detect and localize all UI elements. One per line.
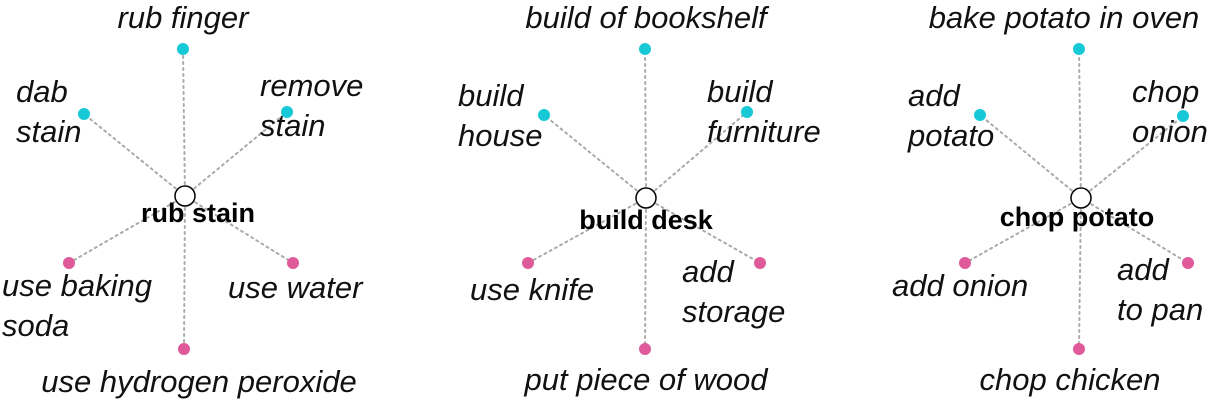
diagram-1-lower-left-label: use baking soda: [2, 268, 152, 343]
diagram-2-lower-right-label: add storage: [682, 254, 786, 329]
diagram-1-spoke-bottom: [183, 195, 186, 350]
diagram-3-node-upper-left: [974, 109, 986, 121]
diagram-1-node-lower-left: [63, 257, 75, 269]
diagram-2-node-lower-right: [754, 257, 766, 269]
diagram-2-center-node: [635, 187, 657, 209]
diagram-3-spoke-bottom: [1078, 197, 1082, 350]
diagram-1-top-label: rub finger: [117, 0, 249, 35]
diagram-1-lower-right-label: use water: [228, 270, 363, 305]
diagram-1-spoke-lower-left: [68, 195, 186, 264]
diagram-3-upper-right-label: chop onion: [1132, 74, 1208, 149]
diagram-1-upper-left-label: dab stain: [16, 74, 82, 149]
diagram-3-spoke-top: [1078, 48, 1082, 199]
diagram-3-spoke-lower-left: [964, 197, 1082, 264]
diagram-2-spoke-upper-right: [645, 111, 748, 199]
diagram-1-node-upper-right: [281, 106, 293, 118]
diagram-1-node-top: [177, 43, 189, 55]
diagram-3-lower-right-label: add to pan: [1117, 252, 1204, 327]
diagram-3-spoke-lower-right: [1080, 197, 1189, 264]
diagram-2-spoke-lower-right: [645, 197, 761, 264]
diagram-2-bottom-label: put piece of wood: [524, 362, 768, 397]
diagram-2-center-label: build desk: [579, 205, 713, 235]
diagram-2-node-upper-right: [741, 106, 753, 118]
diagram-1-spoke-upper-right: [184, 111, 288, 197]
diagram-2-spoke-lower-left: [527, 197, 647, 264]
diagram-2-spoke-top: [644, 48, 647, 199]
diagram-2-node-upper-left: [538, 109, 550, 121]
diagram-3-bottom-label: chop chicken: [979, 362, 1161, 397]
diagram-2-node-lower-left: [522, 257, 534, 269]
diagram-1-spoke-upper-left: [83, 113, 186, 197]
diagram-3-node-bottom: [1073, 343, 1085, 355]
diagram-3-lower-left-label: add onion: [892, 268, 1029, 303]
diagram-3-node-lower-right: [1182, 257, 1194, 269]
diagram-1-center-label: rub stain: [140, 198, 256, 228]
diagram-1-node-lower-right: [287, 257, 299, 269]
diagram-3-upper-left-label: add potato: [908, 78, 995, 153]
diagram-3-center-node: [1070, 187, 1092, 209]
diagram-3-top-label: bake potato in oven: [928, 0, 1200, 35]
diagram-3-node-lower-left: [959, 257, 971, 269]
diagram-2-upper-right-label: build furniture: [707, 74, 821, 149]
diagram-1-bottom-label: use hydrogen peroxide: [41, 364, 357, 399]
diagram-2-spoke-upper-left: [543, 114, 647, 199]
diagram-2-upper-left-label: build house: [458, 78, 543, 153]
diagram-3-node-upper-right: [1177, 110, 1189, 122]
diagram-3-node-top: [1073, 43, 1085, 55]
diagram-2-node-bottom: [639, 343, 651, 355]
diagram-3-spoke-upper-right: [1080, 115, 1184, 199]
diagram-2-lower-left-label: use knife: [470, 272, 595, 307]
diagram-2-spoke-bottom: [644, 197, 647, 350]
diagram-3-spoke-upper-left: [979, 114, 1082, 199]
diagram-2-top-label: build of bookshelf: [525, 0, 767, 35]
diagram-2-node-top: [639, 43, 651, 55]
diagram-1-center-node: [174, 185, 196, 207]
diagram-1-upper-right-label: remove stain: [260, 68, 364, 143]
diagram-3-center-label: chop potato: [999, 202, 1155, 232]
diagram-1-node-bottom: [178, 343, 190, 355]
diagram-1-spoke-top: [182, 48, 186, 197]
diagram-1-node-upper-left: [78, 108, 90, 120]
